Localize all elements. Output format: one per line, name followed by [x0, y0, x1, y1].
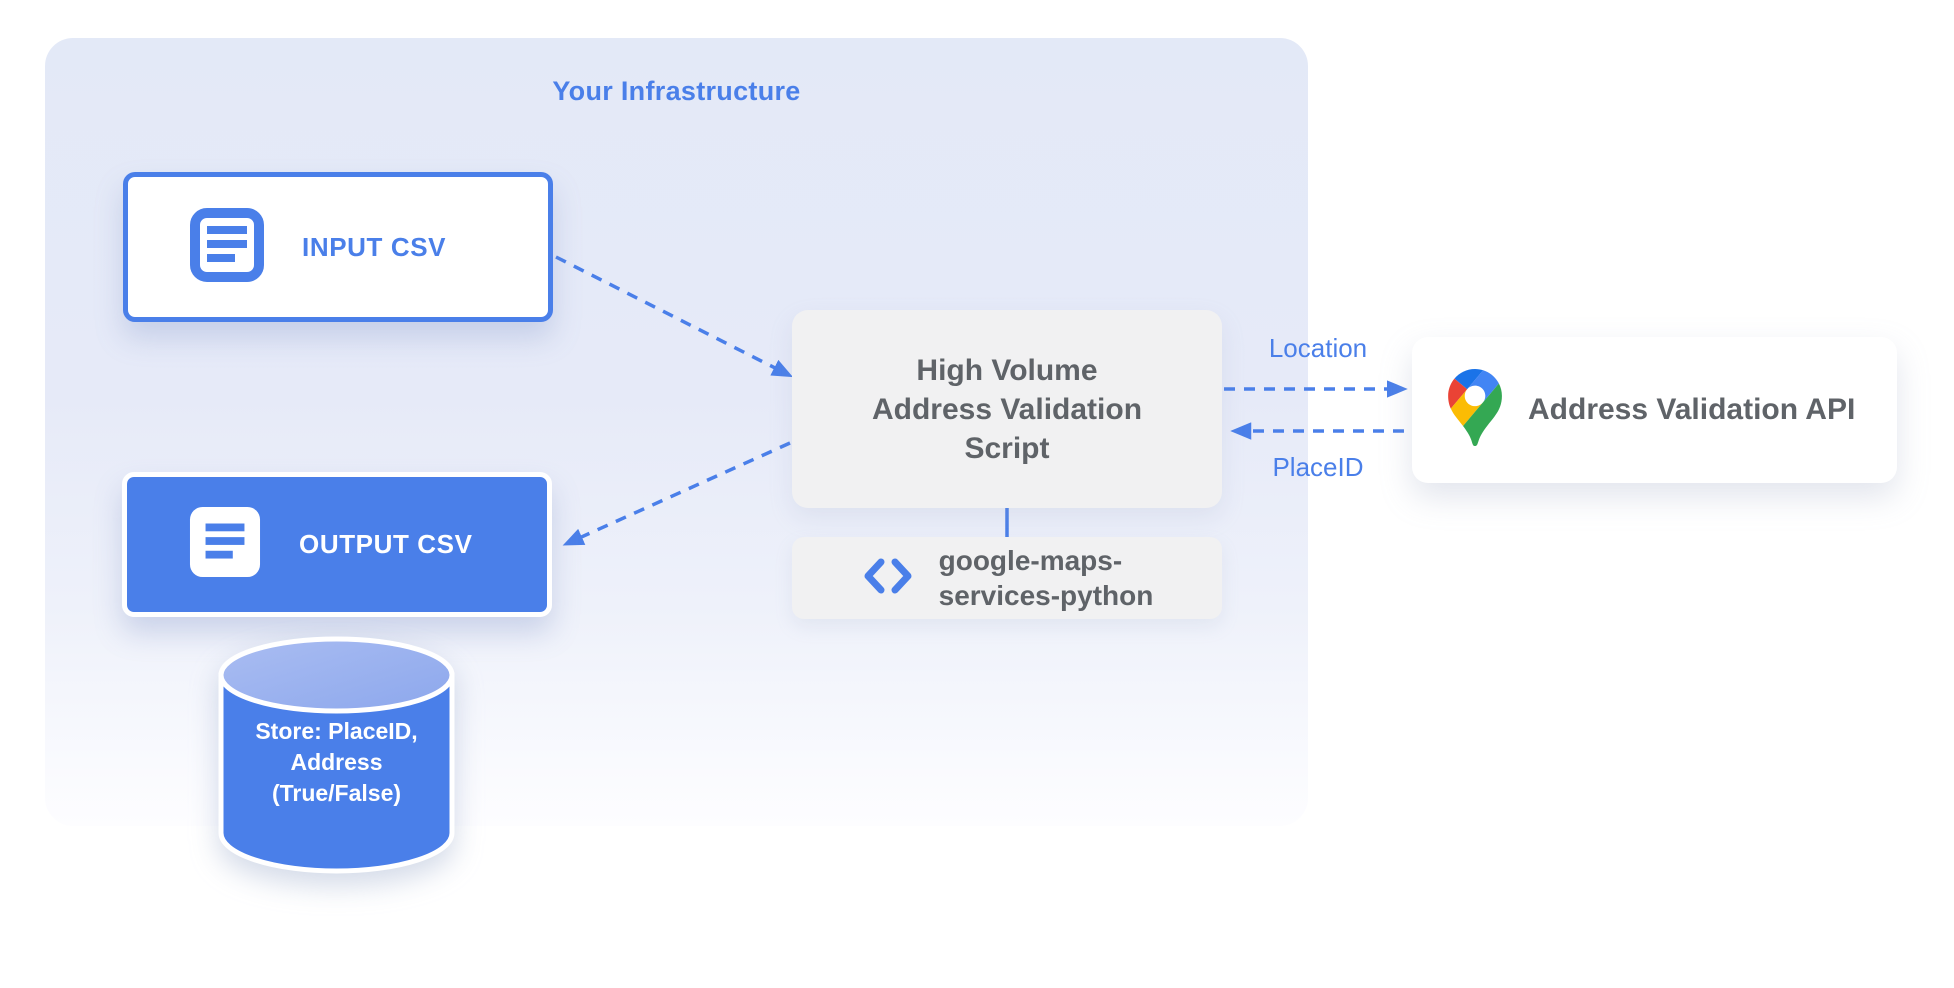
output-csv-label: OUTPUT CSV	[299, 529, 473, 559]
output-csv-node: OUTPUT CSV	[122, 472, 552, 617]
script-node: High Volume Address Validation Script	[792, 310, 1222, 508]
input-csv-node: INPUT CSV	[123, 172, 553, 322]
google-maps-pin-icon	[1448, 369, 1502, 451]
datastore-cylinder	[218, 636, 455, 874]
edge-label-placeid: PlaceID	[1272, 452, 1364, 482]
input-csv-label: INPUT CSV	[302, 231, 447, 262]
api-label: Address Validation API	[1528, 393, 1856, 426]
edge-label-location: Location	[1268, 333, 1368, 363]
script-label: High Volume Address Validation Script	[871, 353, 1143, 465]
document-icon	[190, 207, 264, 287]
infrastructure-title: Your Infrastructure	[552, 76, 801, 106]
library-node: google-maps- services-python	[792, 537, 1222, 619]
library-label: google-maps- services-python	[938, 545, 1154, 611]
api-node: Address Validation API	[1412, 337, 1897, 483]
datastore-label: Store: PlaceID, Address (True/False)	[255, 718, 418, 806]
document-icon	[189, 506, 261, 583]
code-icon	[861, 553, 915, 604]
